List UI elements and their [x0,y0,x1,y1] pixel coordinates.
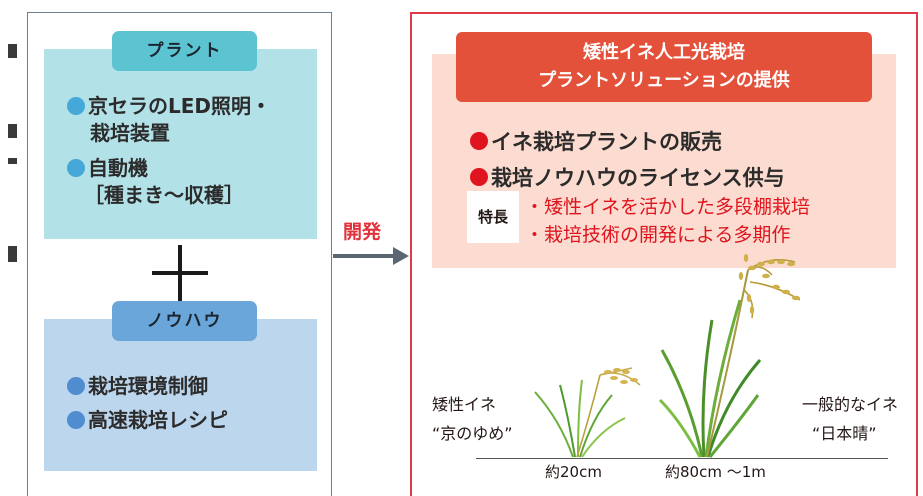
knowhow-panel: ノウハウ 栽培環境制御 高速栽培レシピ [44,301,317,471]
inputs-box: プラント 京セラのLED照明・ 栽培装置 自動機 ［種まき～収穫］ ノウハウ 栽… [27,12,332,496]
feature-label: 特長 [467,191,519,243]
plant-panel: プラント 京セラのLED照明・ 栽培装置 自動機 ［種まき～収穫］ [44,31,317,239]
bullet-icon [470,168,488,186]
solution-item-sales: イネ栽培プラントの販売 [470,126,722,156]
common-rice-icon [658,254,801,458]
common-rice-height: 約80cm ～1m [665,463,766,481]
plant-item-auto-line1: 自動機 [88,156,148,180]
feature-point-multicrop: ・栽培技術の開発による多期作 [525,224,791,246]
banner-line2: プラントソリューションの提供 [538,70,790,91]
plant-item-led: 京セラのLED照明・ [67,93,271,120]
feature-point-shelves: ・矮性イネを活かした多段棚栽培 [525,196,811,218]
development-label: 開発 [343,221,382,243]
bullet-icon [67,411,85,429]
banner-line1: 矮性イネ人工光栽培 [583,42,745,63]
ground-line [476,458,888,459]
solution-item-sales-label: イネ栽培プラントの販売 [491,130,722,154]
bullet-icon [470,132,488,150]
plant-item-led-line2: 栽培装置 [90,121,170,145]
plant-item-auto: 自動機 [67,155,148,182]
dwarf-rice-height: 約20cm [545,463,602,481]
dwarf-rice-name: 矮性イネ [432,395,497,414]
solution-box: イネ栽培プラントの販売 栽培ノウハウのライセンス供与 矮性イネ人工光栽培 プラン… [410,12,918,496]
knowhow-item-control: 栽培環境制御 [67,373,208,400]
plant-item-led-line1: 京セラのLED照明・ [88,94,272,118]
common-rice-variety: “日本晴” [812,424,877,443]
dwarf-rice-variety: “京のゆめ” [432,424,513,443]
plus-icon [152,245,208,301]
common-rice-name: 一般的なイネ [802,395,899,414]
solution-item-license: 栽培ノウハウのライセンス供与 [470,162,785,192]
knowhow-item-recipe-label: 高速栽培レシピ [88,408,228,432]
bullet-icon [67,377,85,395]
solution-banner: 矮性イネ人工光栽培 プラントソリューションの提供 [456,32,872,102]
knowhow-item-control-label: 栽培環境制御 [88,374,208,398]
bullet-icon [67,97,85,115]
cropped-left-edge [0,0,22,496]
arrow-right-icon [333,247,409,265]
bullet-icon [67,159,85,177]
knowhow-item-recipe: 高速栽培レシピ [67,407,228,434]
plant-item-auto-line2: ［種まき～収穫］ [84,183,244,207]
solution-item-license-label: 栽培ノウハウのライセンス供与 [491,166,785,190]
dwarf-rice-icon [534,367,641,458]
plant-title: プラント [112,31,257,71]
knowhow-title: ノウハウ [112,301,257,341]
